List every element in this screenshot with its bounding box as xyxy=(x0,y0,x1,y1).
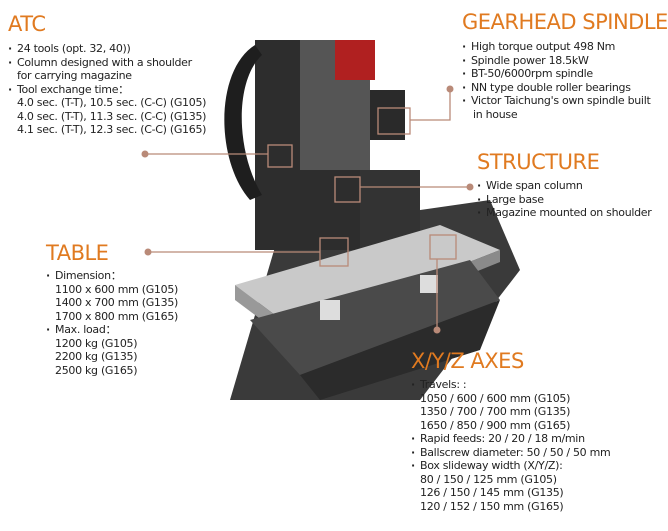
list-item: 1700 x 800 mm (G165) xyxy=(55,309,179,323)
list-item: 2200 kg (G135) xyxy=(55,350,138,363)
list-item: for carrying magazine xyxy=(17,69,132,82)
list-item: Tool exchange time： xyxy=(8,83,206,97)
axes-list: Travels: : 1050 / 600 / 600 mm (G105) 13… xyxy=(411,378,611,513)
connectors xyxy=(145,89,470,330)
spindle-motor xyxy=(335,40,375,80)
list-item: 1650 / 850 / 900 mm (G165) xyxy=(420,418,571,432)
list-item: 4.0 sec. (T-T), 10.5 sec. (C-C) (G105) xyxy=(17,96,207,109)
tool-magazine xyxy=(224,45,262,200)
list-item: Ballscrew diameter: 50 / 50 / 50 mm xyxy=(411,446,611,460)
list-item: BT-50/6000rpm spindle xyxy=(462,67,650,81)
list-item: Large base xyxy=(477,193,652,207)
list-item: 120 / 152 / 150 mm (G165) xyxy=(420,499,564,513)
gearhead-list: High torque output 498 Nm Spindle power … xyxy=(462,40,651,121)
list-item: 80 / 150 / 125 mm (G105) xyxy=(420,472,557,486)
list-item: High torque output 498 Nm xyxy=(462,40,650,54)
structure-title: STRUCTURE xyxy=(477,150,600,174)
atc-list: 24 tools (opt. 32, 40)) Column designed … xyxy=(8,42,206,137)
list-item: 1400 x 700 mm (G135) xyxy=(55,296,179,309)
machine-body xyxy=(224,40,520,400)
list-item: Column designed with a shoulder xyxy=(8,56,206,70)
list-item: NN type double roller bearings xyxy=(462,81,650,95)
gearhead-title: GEARHEAD SPINDLE xyxy=(462,10,668,34)
list-item: Box slideway width (X/Y/Z): xyxy=(411,459,610,473)
list-item: Magazine mounted on shoulder xyxy=(477,206,652,220)
list-item: 24 tools (opt. 32, 40)) xyxy=(8,42,206,56)
list-item: 4.1 sec. (T-T), 12.3 sec. (C-C) (G165) xyxy=(17,123,207,136)
spindle-head xyxy=(370,90,405,140)
list-item: Spindle power 18.5kW xyxy=(462,54,650,68)
list-item: 1050 / 600 / 600 mm (G105) xyxy=(420,391,571,405)
list-item: 126 / 150 / 145 mm (G135) xyxy=(420,486,564,499)
list-item: Dimension： xyxy=(46,269,178,283)
table-list: Dimension： 1100 x 600 mm (G105) 1400 x 7… xyxy=(46,269,178,377)
list-item: Travels: : xyxy=(411,378,610,392)
list-item: Max. load： xyxy=(46,323,178,337)
worktable xyxy=(235,225,500,330)
atc-title: ATC xyxy=(8,12,46,36)
connector-dots xyxy=(141,85,474,334)
list-item: Wide span column xyxy=(477,179,652,193)
list-item: in house xyxy=(473,107,518,121)
axes-title: X/Y/Z AXES xyxy=(411,349,524,373)
list-item: Victor Taichung's own spindle built xyxy=(462,94,651,108)
list-item: Rapid feeds: 20 / 20 / 18 m/min xyxy=(411,432,610,446)
list-item: 4.0 sec. (T-T), 11.3 sec. (C-C) (G135) xyxy=(17,109,207,123)
list-item: 2500 kg (G165) xyxy=(55,363,138,377)
structure-list: Wide span column Large base Magazine mou… xyxy=(477,179,652,220)
list-item: 1100 x 600 mm (G105) xyxy=(55,282,179,296)
table-title: TABLE xyxy=(46,241,109,265)
list-item: 1350 / 700 / 700 mm (G135) xyxy=(420,405,571,418)
list-item: 1200 kg (G105) xyxy=(55,336,138,350)
